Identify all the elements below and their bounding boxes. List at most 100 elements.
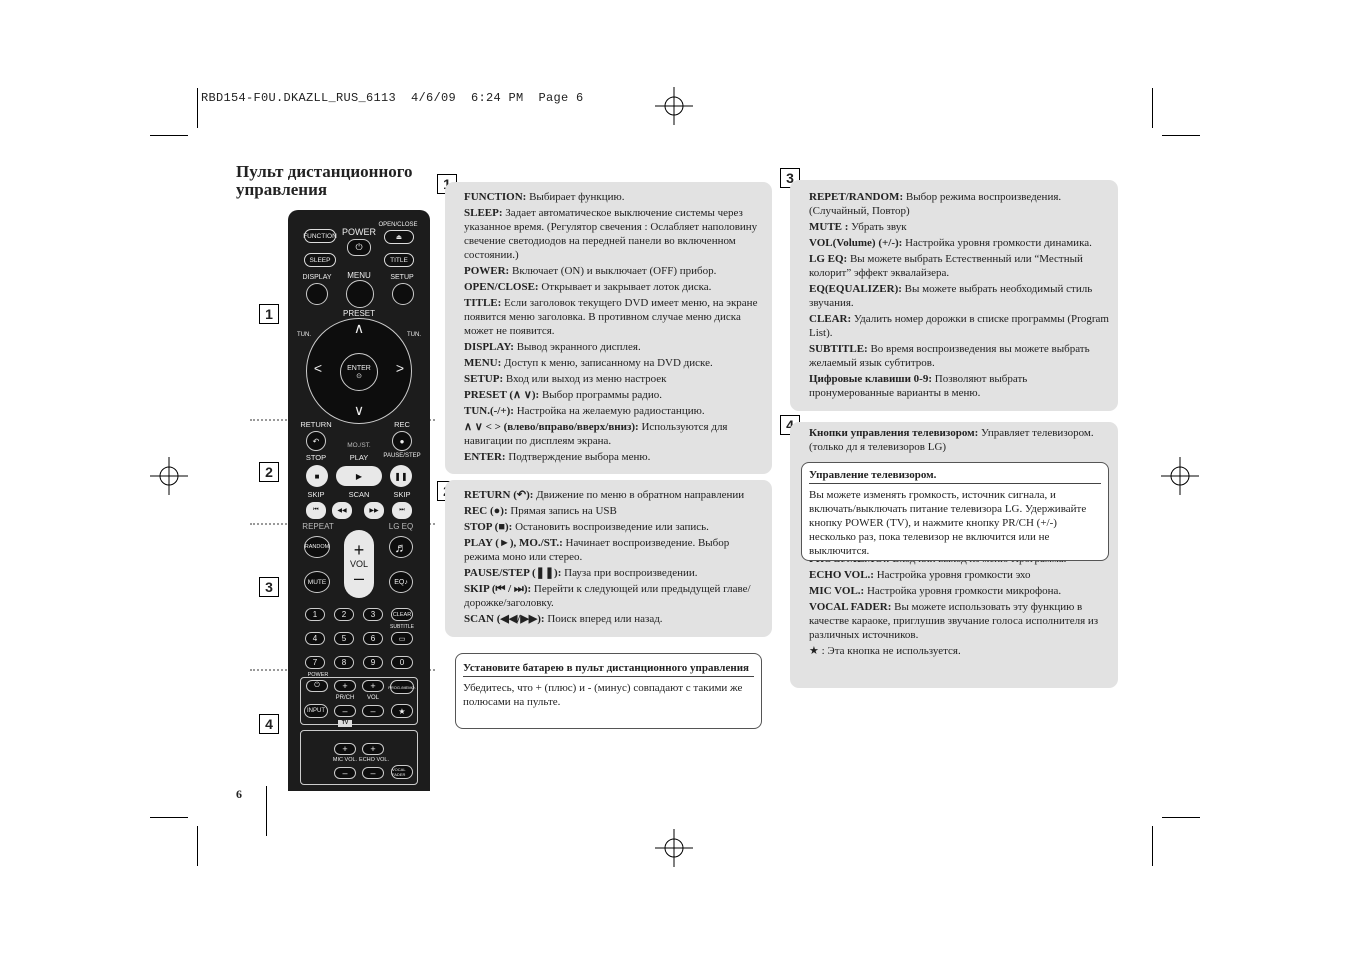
rec-label: REC: [394, 420, 410, 429]
right-arrow-icon[interactable]: >: [395, 360, 405, 376]
stop-label: STOP: [305, 453, 327, 462]
desc-subtitle: SUBTITLE: Во время воспроизведения вы мо…: [809, 343, 1090, 369]
desc-echo-vol: ECHO VOL.: Настройка уровня громкости эх…: [809, 569, 1031, 581]
crop-mark: [1162, 135, 1200, 136]
return-button[interactable]: ↶: [306, 431, 326, 451]
desc-eq: EQ(EQUALIZER): Вы можете выбрать необход…: [809, 283, 1093, 309]
desc-preset: PRESET (∧ ∨): Выбор программы радио.: [464, 389, 662, 401]
mic-vol-minus-button[interactable]: –: [334, 767, 356, 779]
up-arrow-icon[interactable]: ∧: [353, 320, 365, 336]
volume-rocker[interactable]: + VOL –: [344, 530, 374, 598]
tv-vol-plus-button[interactable]: +: [362, 680, 384, 692]
echo-vol-minus-button[interactable]: –: [362, 767, 384, 779]
section-2-panel: RETURN (↶): Движение по меню в обратном …: [445, 480, 772, 637]
tv-control-note-text: Вы можете изменять громкость, источник с…: [809, 489, 1087, 557]
digit-9-button[interactable]: 9: [363, 656, 383, 669]
rec-button[interactable]: ●: [392, 431, 412, 451]
scan-back-button[interactable]: ◀◀: [332, 502, 352, 519]
desc-function: FUNCTION: Выбирает функцию.: [464, 191, 625, 203]
music-note-icon: ♬: [394, 539, 408, 555]
digit-6-button[interactable]: 6: [363, 632, 383, 645]
rewind-icon: ◀◀: [337, 508, 347, 514]
vocal-fader-button[interactable]: VOCAL FADER: [391, 765, 413, 779]
digit-3-button[interactable]: 3: [363, 608, 383, 621]
echo-vol-plus-button[interactable]: +: [362, 743, 384, 755]
function-button[interactable]: FUNCTION: [303, 229, 337, 243]
desc-volume: VOL(Volume) (+/-): Настройка уровня гром…: [809, 237, 1092, 249]
power-label: POWER: [341, 227, 377, 237]
pause-step-button[interactable]: ❚❚: [390, 465, 412, 487]
star-button[interactable]: ★: [391, 704, 413, 718]
setup-button[interactable]: [392, 283, 414, 305]
eq-label: EQ: [394, 578, 405, 586]
play-button[interactable]: ▶: [336, 466, 382, 486]
open-close-button[interactable]: ⏏: [384, 230, 414, 244]
remote-control: FUNCTION POWER ⏻ OPEN/CLOSE ⏏ SLEEP TITL…: [288, 210, 430, 791]
digit-7-button[interactable]: 7: [305, 656, 325, 669]
random-button[interactable]: RANDOM: [304, 536, 330, 558]
repeat-label: REPEAT: [302, 522, 334, 531]
digit-4-button[interactable]: 4: [305, 632, 325, 645]
desc-sleep: SLEEP: Задает автоматическое выключение …: [464, 207, 758, 261]
stop-button[interactable]: ■: [306, 465, 328, 487]
eq-button[interactable]: EQ♪: [389, 571, 413, 593]
tv-vol-label: VOL: [366, 695, 380, 701]
lg-eq-button[interactable]: ♬: [389, 536, 413, 558]
registration-mark-icon: [150, 457, 188, 495]
return-label: RETURN: [300, 420, 332, 429]
print-header: RBD154-F0U.DKAZLL_RUS_6113 4/6/09 6:24 P…: [201, 91, 584, 105]
tv-power-label: POWER: [307, 672, 329, 678]
digit-5-button[interactable]: 5: [334, 632, 354, 645]
preset-label: PRESET: [342, 309, 376, 318]
desc-mute: MUTE : Убрать звук: [809, 221, 907, 233]
digit-1-button[interactable]: 1: [305, 608, 325, 621]
page-divider: [266, 786, 267, 836]
desc-enter: ENTER: Подтверждение выбора меню.: [464, 451, 651, 463]
tv-badge: TV: [338, 720, 352, 727]
prog-memo-button[interactable]: PROG./MEMO.: [388, 680, 416, 694]
skip-prev-button[interactable]: ⏮: [306, 502, 326, 519]
title-button[interactable]: TITLE: [384, 253, 414, 267]
plus-icon: +: [370, 744, 376, 754]
mic-vol-plus-button[interactable]: +: [334, 743, 356, 755]
mute-button[interactable]: MUTE: [304, 571, 330, 593]
skip-prev-label: SKIP: [307, 490, 325, 499]
section-marker-4: 4: [259, 714, 279, 734]
input-button[interactable]: INPUT: [304, 704, 328, 718]
tv-vol-minus-button[interactable]: –: [362, 705, 384, 717]
mic-vol-label: MIC VOL.: [332, 757, 358, 763]
clear-button[interactable]: CLEAR: [391, 608, 413, 621]
section-3-panel: REPET/RANDOM: Выбор режима воспроизведен…: [790, 180, 1118, 411]
tv-control-note-title: Управление телевизором.: [809, 468, 1101, 484]
digit-0-button[interactable]: 0: [391, 656, 413, 669]
battery-note: Установите батарею в пульт дистанционног…: [455, 653, 762, 729]
enter-button[interactable]: ENTER⊙: [340, 353, 378, 391]
down-arrow-icon[interactable]: ∨: [353, 402, 365, 418]
display-button[interactable]: [306, 283, 328, 305]
prch-minus-button[interactable]: –: [334, 705, 356, 717]
power-button[interactable]: ⏻: [347, 239, 371, 256]
prch-plus-button[interactable]: +: [334, 680, 356, 692]
battery-note-text: Убедитесь, что + (плюс) и - (минус) совп…: [463, 682, 743, 708]
crop-mark: [1152, 88, 1153, 128]
digit-2-button[interactable]: 2: [334, 608, 354, 621]
crop-mark: [150, 135, 188, 136]
left-arrow-icon[interactable]: <: [313, 360, 323, 376]
lg-eq-label: LG EQ: [388, 522, 414, 531]
record-icon: ●: [399, 436, 405, 446]
tv-power-button[interactable]: ⏻: [306, 680, 328, 692]
desc-tv-buttons: Кнопки управления телевизором: Управляет…: [809, 427, 1094, 453]
page-title: Пульт дистанционного управления: [236, 162, 413, 199]
skip-prev-icon: ⏮: [313, 507, 319, 513]
minus-icon: –: [342, 768, 348, 778]
sleep-button[interactable]: SLEEP: [304, 253, 336, 267]
registration-mark-icon: [655, 829, 693, 867]
plus-icon: +: [342, 681, 348, 691]
menu-button[interactable]: [346, 280, 374, 308]
subtitle-button[interactable]: ▭: [391, 632, 413, 645]
digit-8-button[interactable]: 8: [334, 656, 354, 669]
scan-forward-button[interactable]: ▶▶: [364, 502, 384, 519]
skip-next-button[interactable]: ⏭: [392, 502, 412, 519]
tun-minus-label: TUN.: [297, 332, 311, 338]
desc-repeat-random: REPET/RANDOM: Выбор режима воспроизведен…: [809, 191, 1062, 217]
